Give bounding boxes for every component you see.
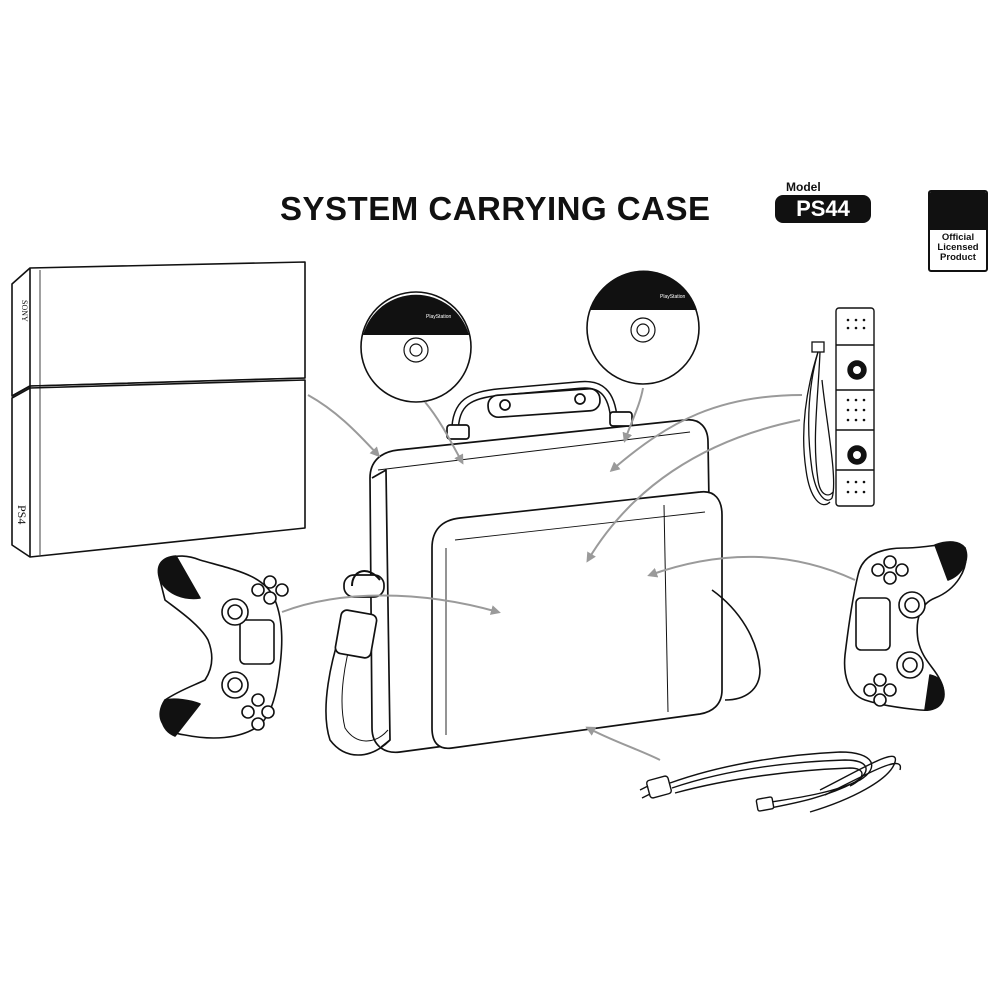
game-disc-left (360, 291, 472, 403)
badge-black-band (930, 192, 986, 230)
ps4-console (11, 261, 306, 558)
carrying-case (325, 380, 761, 756)
arrow-console (307, 394, 381, 458)
disc-left-label: PlayStation (426, 314, 452, 320)
camera-cable (802, 341, 835, 506)
official-licensed-product-badge: Official Licensed Product (928, 190, 988, 272)
game-disc-right (586, 270, 700, 385)
arrow-cable (585, 726, 661, 761)
model-label: Model (786, 180, 821, 194)
model-number-badge: PS44 (775, 195, 871, 223)
arrow-camera-a (609, 394, 803, 472)
console-logo-text: PS4 (15, 505, 29, 524)
console-brand-text: SONY (20, 300, 29, 322)
arrow-disc-right (622, 387, 644, 443)
arrow-disc-left (424, 401, 464, 465)
disc-right-label: PlayStation (660, 294, 686, 300)
arrow-controller-right (647, 555, 856, 581)
page-title: SYSTEM CARRYING CASE (280, 190, 711, 227)
power-cable (639, 751, 901, 813)
controller-left (157, 555, 289, 739)
badge-text: Official Licensed Product (930, 230, 986, 263)
badge-line-2: Licensed (937, 242, 979, 253)
badge-line-1: Official (941, 232, 975, 243)
badge-line-3: Product (940, 252, 976, 263)
arrow-controller-left (281, 594, 501, 615)
controller-right (843, 541, 968, 711)
arrow-camera-b (586, 419, 801, 563)
direction-arrows (281, 387, 856, 761)
ps-camera (835, 307, 875, 507)
